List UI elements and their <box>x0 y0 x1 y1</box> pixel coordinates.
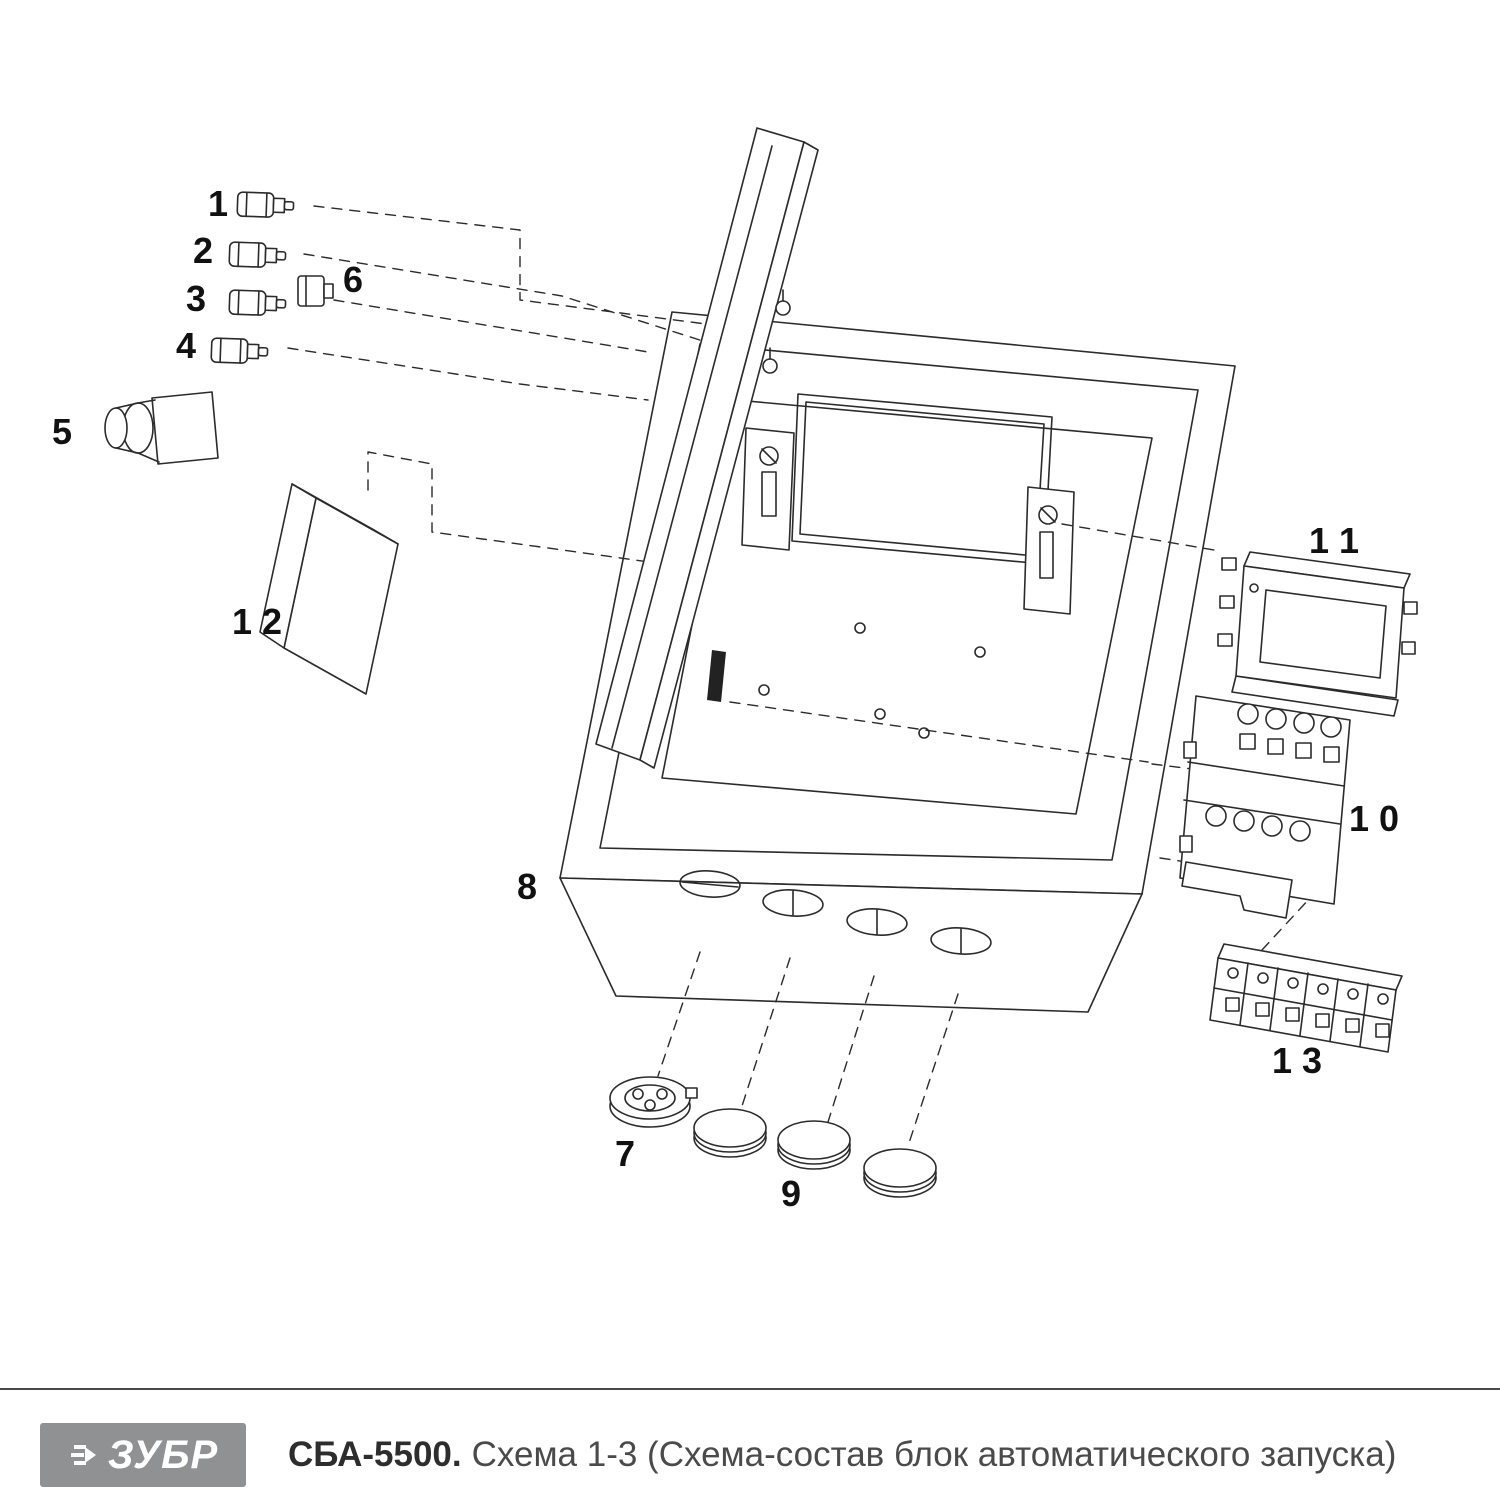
callout-9: 9 <box>781 1173 801 1214</box>
part-12-box <box>259 483 399 695</box>
door-panel <box>595 127 819 769</box>
part-9-caps <box>693 1108 937 1198</box>
footer: ЗУБР СБА-5500.Схема 1-3 (Схема-состав бл… <box>0 1388 1500 1500</box>
zubr-logo-icon <box>68 1440 98 1470</box>
right-bracket <box>1023 486 1075 615</box>
part-11-module <box>1217 551 1418 717</box>
footer-content: ЗУБР СБА-5500.Схема 1-3 (Схема-состав бл… <box>0 1390 1500 1487</box>
leader-lines <box>287 205 1311 1147</box>
model-number: СБА-5500. <box>288 1435 462 1474</box>
callout-13: 1 3 <box>1272 1040 1322 1081</box>
part-3-connector <box>228 289 287 317</box>
zubr-logo: ЗУБР <box>40 1423 246 1487</box>
callout-10: 1 0 <box>1349 798 1399 839</box>
callout-4: 4 <box>176 325 196 366</box>
callout-7: 7 <box>615 1133 635 1174</box>
left-bracket <box>741 427 795 551</box>
part-6-coupler <box>297 275 334 307</box>
part-7-plug <box>609 1076 698 1128</box>
callout-6: 6 <box>343 259 363 300</box>
zubr-logo-text: ЗУБР <box>107 1433 219 1477</box>
callout-1: 1 <box>208 183 228 224</box>
callout-12: 1 2 <box>232 601 282 642</box>
part-10-contactor <box>1179 695 1351 919</box>
part-2-connector <box>228 241 287 269</box>
figure-caption: СБА-5500.Схема 1-3 (Схема-состав блок ав… <box>288 1435 1396 1475</box>
part-1-connector <box>236 191 295 219</box>
callout-labels: 1 2 3 4 5 6 7 8 9 1 0 1 1 1 2 1 3 <box>52 183 1399 1214</box>
part-4-connector <box>210 337 269 365</box>
caption-text: Схема 1-3 (Схема-состав блок автоматичес… <box>471 1435 1397 1474</box>
callout-11: 1 1 <box>1309 520 1359 561</box>
floor-screw-holes <box>758 622 986 739</box>
callout-2: 2 <box>193 230 213 271</box>
callout-5: 5 <box>52 411 72 452</box>
callout-8: 8 <box>517 866 537 907</box>
footer-divider <box>0 1388 1500 1390</box>
bottom-face <box>559 870 1143 1013</box>
door-latch <box>707 650 726 702</box>
callout-3: 3 <box>186 278 206 319</box>
part-5-gland <box>104 391 219 465</box>
hinge-pins <box>762 289 791 374</box>
part-13-terminal-block <box>1209 943 1403 1053</box>
exploded-view-diagram: 1 2 3 4 5 6 7 8 9 1 0 1 1 1 2 1 3 <box>52 127 1418 1214</box>
